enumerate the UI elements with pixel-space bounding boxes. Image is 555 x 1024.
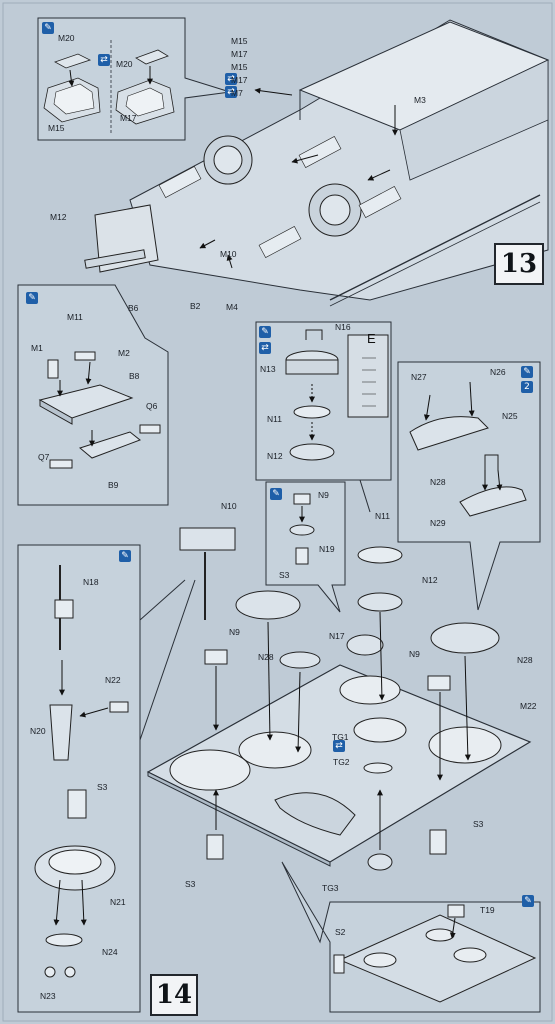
option-arrows-icon: ⇄ [98,54,110,66]
part-label: B2 [190,301,201,311]
part-label: M17 [120,113,137,123]
step13-inset-m20 [37,17,231,141]
part-label: N9 [229,627,240,637]
part-label: N26 [490,367,506,377]
part-label: S3 [279,570,290,580]
part-label: N12 [267,451,283,461]
part-label: N28 [517,655,533,665]
part-label: TG2 [333,757,350,767]
cement-bottle-icon: ✎ [521,366,533,378]
part-label: M7 [231,88,243,98]
part-label: N16 [335,322,351,332]
part-label: N21 [110,897,126,907]
variant-letter: E [367,331,376,346]
part-label: N11 [267,414,282,424]
part-label: S2 [335,927,346,937]
part-label: N19 [319,544,335,554]
part-label: B6 [128,303,139,313]
part-label: Q7 [38,452,50,462]
part-label: N17 [329,631,345,641]
inset-cupola-assembly [17,544,196,1013]
inset-rear-deck-detail [281,861,541,1013]
part-label: S3 [97,782,108,792]
part-label: N28 [258,652,274,662]
cement-bottle-icon: ✎ [42,22,54,34]
cement-bottle-icon: ✎ [270,488,282,500]
part-label: M3 [414,95,426,105]
part-label: M20 [58,33,75,43]
option-arrows-icon: ⇄ [333,740,345,752]
inset-hatch-doors [397,361,541,611]
part-label: B8 [129,371,140,381]
part-label: M17 [231,75,248,85]
inset-small-parts [265,481,346,613]
inset-hatch-assembly [255,321,392,513]
cement-bottle-icon: ✎ [119,550,131,562]
part-label: N27 [411,372,427,382]
part-label: M11 [67,312,83,322]
part-label: M22 [520,701,537,711]
part-label: N28 [430,477,446,487]
cement-bottle-icon: ✎ [259,326,271,338]
part-label: N13 [260,364,276,374]
part-label: N11 [375,511,390,521]
part-label: N9 [409,649,420,659]
step-number-14: 14 [150,974,198,1016]
option-arrows-icon: ⇄ [225,73,237,85]
part-label: N18 [83,577,99,587]
step-number-13: 13 [494,243,544,285]
part-label: M4 [226,302,238,312]
part-label: M10 [220,249,237,259]
part-label: N9 [318,490,329,500]
part-label: M2 [118,348,130,358]
part-label: M15 [48,123,65,133]
part-label: S3 [185,879,196,889]
cement-bottle-icon: ✎ [522,895,534,907]
part-label: Q6 [146,401,158,411]
part-label: M12 [50,212,67,222]
part-label: N23 [40,991,56,1001]
part-label: T19 [480,905,495,915]
option-arrows-icon: 2 [521,381,533,393]
part-label: B9 [108,480,119,490]
part-label: N10 [221,501,237,511]
part-label: M1 [31,343,43,353]
part-label: N29 [430,518,446,528]
option-arrows-icon: ⇄ [225,86,237,98]
part-label: N25 [502,411,518,421]
part-label: M17 [231,49,248,59]
inset-grille-parts [17,284,169,506]
part-label: N24 [102,947,118,957]
option-arrows-icon: ⇄ [259,342,271,354]
part-label: S3 [473,819,484,829]
part-label: N12 [422,575,438,585]
hull-deck-plate [146,527,532,871]
part-label: M15 [231,36,248,46]
hull-upper-assembly [84,19,550,307]
part-label: N22 [105,675,121,685]
part-label: TG1 [332,732,349,742]
part-label: M15 [231,62,248,72]
cement-bottle-icon: ✎ [26,292,38,304]
part-label: N20 [30,726,46,736]
part-label: M20 [116,59,133,69]
part-label: TG3 [322,883,339,893]
